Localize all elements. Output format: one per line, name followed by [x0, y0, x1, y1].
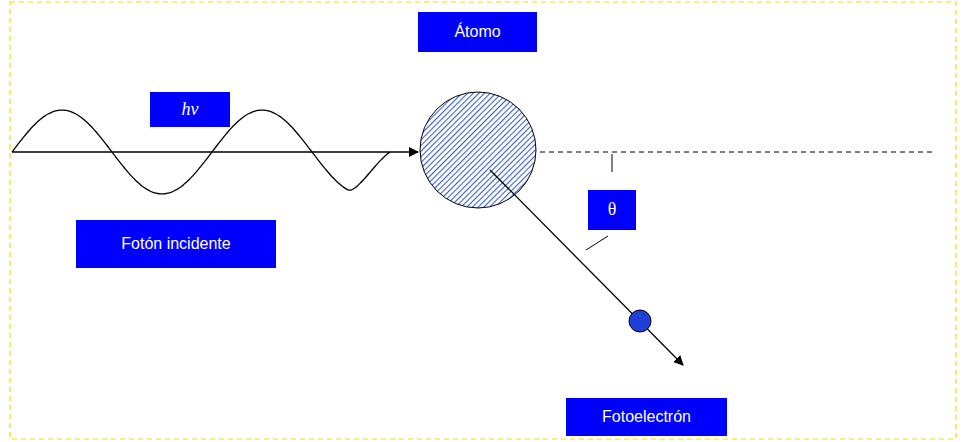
frame-border: [10, 2, 956, 439]
label-text: Fotón incidente: [121, 234, 230, 253]
label-box: θ: [588, 190, 636, 230]
electron-dot: [629, 310, 651, 332]
angle-tick: [586, 236, 608, 250]
reference-line: [540, 152, 932, 153]
atom-circle: [420, 92, 536, 208]
label-box: hν: [150, 92, 230, 127]
label-text: Átomo: [454, 22, 500, 41]
electron-path: [490, 170, 683, 365]
label-text: hν: [182, 99, 199, 121]
label-box: Átomo: [418, 12, 537, 52]
incident-axis: [12, 151, 418, 152]
label-box: Fotón incidente: [76, 220, 276, 268]
label-box: Fotoelectrón: [566, 398, 727, 436]
angle-tick: [612, 154, 613, 172]
label-text: Fotoelectrón: [602, 407, 691, 426]
label-text: θ: [608, 199, 617, 221]
